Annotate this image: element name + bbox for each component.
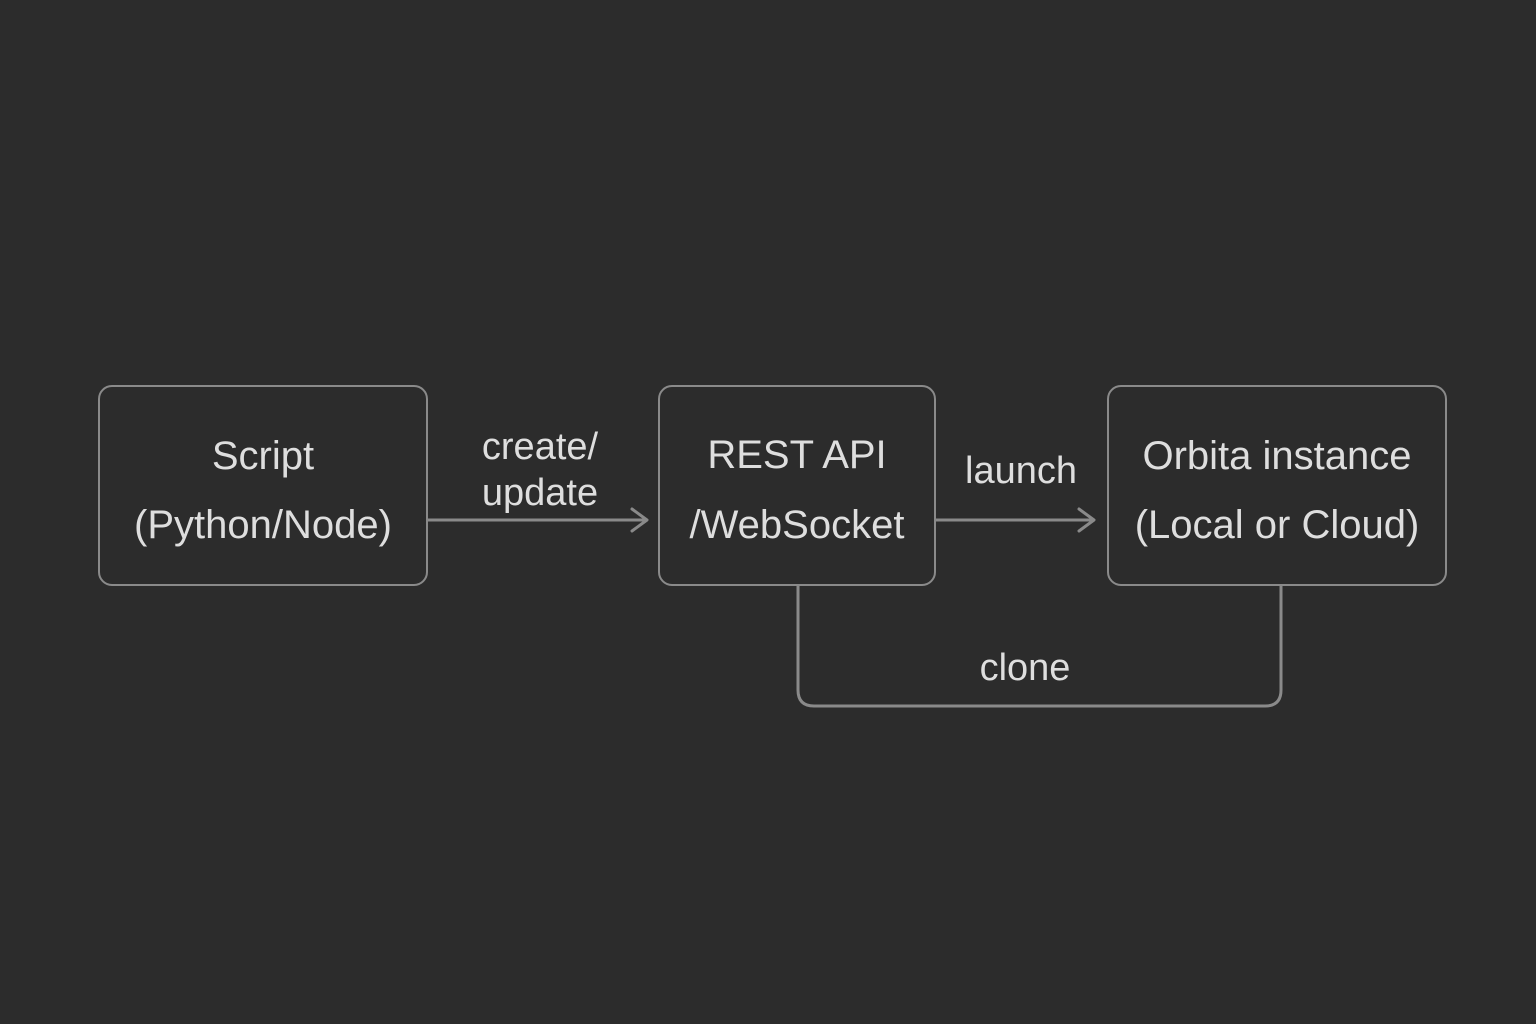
connector-clone — [796, 584, 1283, 708]
edge-label-create-update: create/ update — [440, 424, 640, 516]
edge-label-create: create/ — [481, 426, 599, 468]
edge-label-launch: launch — [965, 450, 1077, 492]
node-orbita-instance: Orbita instance (Local or Cloud) — [1107, 385, 1447, 586]
node-orbita-title: Orbita instance — [1142, 434, 1412, 478]
node-rest-api: REST API /WebSocket — [658, 385, 936, 586]
arrow-create-update — [426, 507, 649, 533]
arrow-launch — [934, 507, 1096, 533]
node-rest-api-title: REST API — [707, 433, 887, 477]
node-orbita-subtitle: (Local or Cloud) — [1134, 503, 1420, 547]
node-rest-api-subtitle: /WebSocket — [689, 503, 905, 547]
edge-label-clone: clone — [979, 647, 1071, 689]
edge-label-update: update — [481, 472, 599, 514]
node-script-subtitle: (Python/Node) — [134, 503, 392, 547]
node-script-title: Script — [211, 434, 315, 478]
node-script: Script (Python/Node) — [98, 385, 428, 586]
